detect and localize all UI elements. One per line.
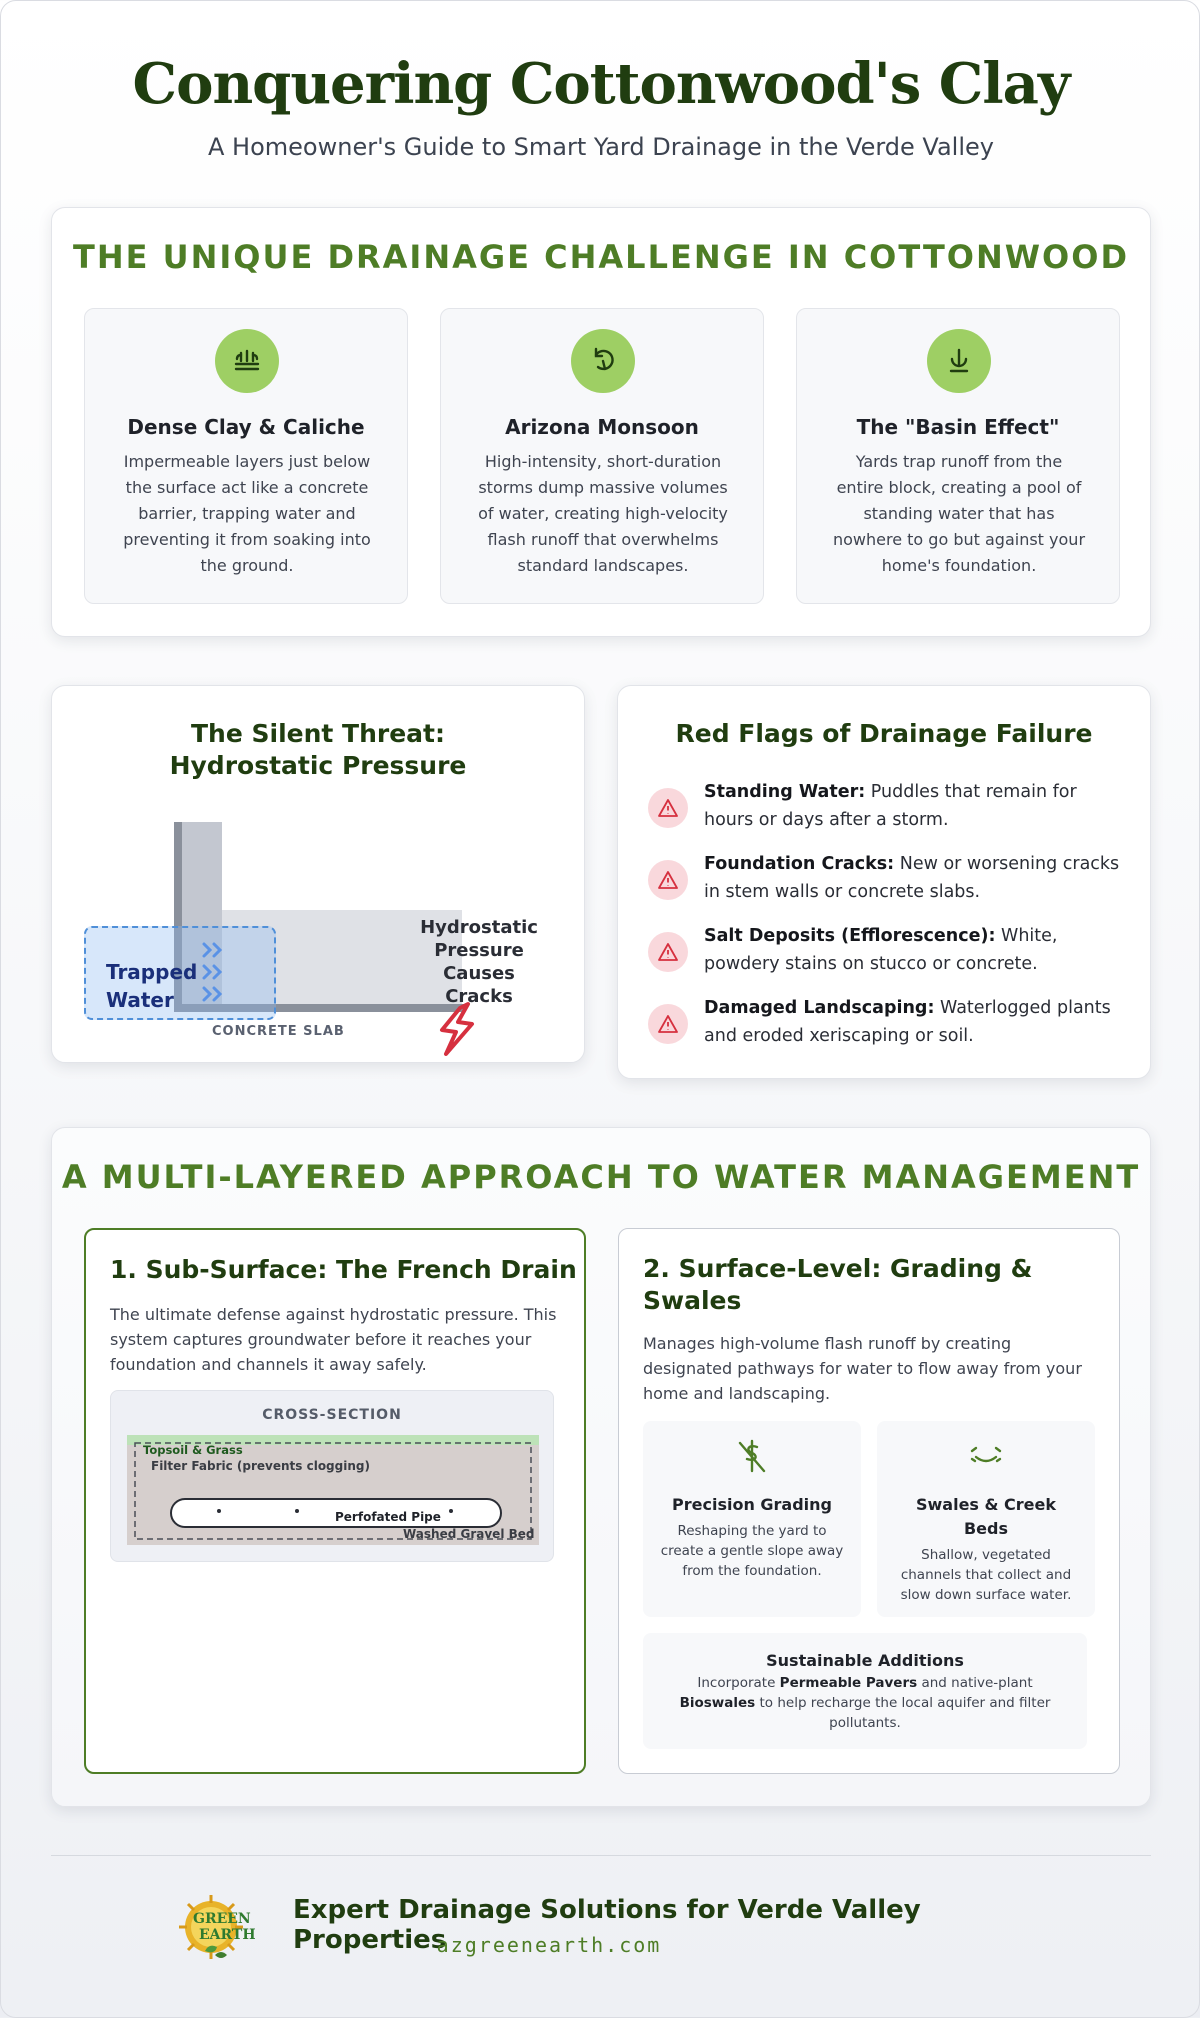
wall-edge	[174, 822, 182, 1012]
challenge-card-title: Arizona Monsoon	[505, 415, 699, 439]
challenge-section: THE UNIQUE DRAINAGE CHALLENGE IN COTTONW…	[51, 207, 1151, 637]
basin-icon	[949, 348, 969, 373]
pressure-arrows	[202, 942, 223, 1002]
precision-grading-text: Reshaping the yard to create a gentle sl…	[660, 1523, 844, 1579]
pipe-hole	[217, 1509, 221, 1513]
pipe-hole	[449, 1509, 453, 1513]
logo-text-green: GREEN	[193, 1911, 251, 1927]
pipe-label: Perfofated Pipe	[335, 1510, 441, 1524]
red-flags-heading: Red Flags of Drainage Failure	[675, 719, 1093, 748]
threat-card: The Silent Threat: Hydrostatic Pressure …	[51, 685, 585, 1063]
challenge-card-title: The "Basin Effect"	[856, 415, 1060, 439]
logo-text-earth: EARTH	[199, 1927, 256, 1943]
cross-section-label: CROSS-SECTION	[262, 1407, 402, 1423]
slab-base	[174, 1004, 464, 1012]
sustainable-title: Sustainable Additions	[766, 1651, 964, 1670]
red-flag-label: Salt Deposits (Efflorescence):	[704, 926, 996, 946]
header: Conquering Cottonwood's Clay A Homeowner…	[1, 51, 1200, 161]
red-flag-label: Damaged Landscaping:	[704, 998, 935, 1018]
warning-icon	[658, 943, 678, 961]
surface-title: 2. Surface-Level: Grading & Swales	[643, 1254, 1033, 1315]
challenge-card-text: Yards trap runoff from the entire block,…	[833, 452, 1086, 575]
red-flag-item: Standing Water: Puddles that remain for …	[648, 782, 1128, 846]
swale-icon	[970, 1446, 1002, 1463]
perforated-pipe	[170, 1498, 502, 1528]
red-flag-text: New or worsening cracks in stem walls or…	[704, 854, 1120, 902]
red-flag-label: Standing Water:	[704, 782, 866, 802]
cross-section-drawing	[127, 1435, 539, 1545]
clay-layers-icon	[234, 349, 260, 371]
approach-section: A MULTI-LAYERED APPROACH TO WATER MANAGE…	[51, 1127, 1151, 1807]
cross-section-diagram: CROSS-SECTION Topsoil & Grass Filter Fab…	[110, 1390, 554, 1562]
warning-icon	[658, 871, 678, 889]
permeable-pavers-term: Permeable Pavers	[779, 1675, 918, 1691]
page-subtitle: A Homeowner's Guide to Smart Yard Draina…	[208, 133, 994, 161]
swales-card: Swales & Creek Beds Shallow, vegetated c…	[877, 1421, 1095, 1617]
storm-icon	[594, 347, 614, 371]
pipe-hole	[295, 1509, 299, 1513]
challenge-heading: THE UNIQUE DRAINAGE CHALLENGE IN COTTONW…	[72, 238, 1130, 276]
warning-icon	[658, 1015, 678, 1033]
challenge-card-title: Dense Clay & Caliche	[127, 415, 365, 439]
red-flags-card: Red Flags of Drainage Failure Standing W…	[617, 685, 1151, 1079]
grading-icon	[738, 1439, 766, 1473]
french-drain-text: The ultimate defense against hydrostatic…	[110, 1305, 557, 1374]
threat-heading: The Silent Threat: Hydrostatic Pressure	[169, 719, 467, 780]
hydrostatic-pressure-label: Hydrostatic Pressure Causes Cracks	[420, 917, 538, 1007]
trapped-water-label: Trapped Water	[106, 960, 198, 1012]
grass-layer	[127, 1435, 539, 1445]
surface-text: Manages high-volume flash runoff by crea…	[643, 1334, 1082, 1403]
precision-grading-card: Precision Grading Reshaping the yard to …	[643, 1421, 861, 1617]
swales-text: Shallow, vegetated channels that collect…	[900, 1547, 1072, 1603]
sustainable-text-mid: and native-plant	[917, 1675, 1033, 1691]
sustainable-additions-box: Sustainable Additions Incorporate Permea…	[643, 1633, 1087, 1749]
concrete-slab-label: CONCRETE SLAB	[212, 1024, 345, 1039]
footer-url-link[interactable]: azgreenearth.com	[436, 1933, 662, 1957]
warning-icon	[658, 799, 678, 817]
crack-icon	[440, 1002, 474, 1056]
red-flag-item: Damaged Landscaping: Waterlogged plants …	[648, 998, 1128, 1062]
footer-title: Expert Drainage Solutions for Verde Vall…	[293, 1895, 921, 1955]
red-flag-text: White, powdery stains on stucco or concr…	[704, 926, 1058, 974]
red-flag-text: Waterlogged plants and eroded xeriscapin…	[704, 998, 1111, 1046]
red-flag-item: Salt Deposits (Efflorescence): White, po…	[648, 926, 1128, 990]
sun-emblem	[179, 1895, 243, 1959]
approach-heading: A MULTI-LAYERED APPROACH TO WATER MANAGE…	[61, 1158, 1141, 1196]
challenge-card-basin: The "Basin Effect" Yards trap runoff fro…	[796, 308, 1120, 604]
swales-title: Swales & Creek Beds	[915, 1495, 1057, 1538]
sustainable-text-pre: Incorporate	[697, 1675, 780, 1691]
bioswales-term: Bioswales	[679, 1695, 756, 1711]
page-title: Conquering Cottonwood's Clay	[132, 51, 1071, 117]
challenge-card-text: Impermeable layers just below the surfac…	[123, 452, 371, 575]
french-drain-title: 1. Sub-Surface: The French Drain	[110, 1255, 577, 1284]
red-flag-item: Foundation Cracks: New or worsening crac…	[648, 854, 1128, 918]
filter-fabric-label: Filter Fabric (prevents clogging)	[151, 1459, 370, 1473]
filter-fabric	[134, 1442, 532, 1540]
gravel-label: Washed Gravel Bed	[403, 1527, 535, 1541]
red-flag-text: Puddles that remain for hours or days af…	[704, 782, 1077, 830]
red-flag-label: Foundation Cracks:	[704, 854, 895, 874]
challenge-card-clay: Dense Clay & Caliche Impermeable layers …	[84, 308, 408, 604]
challenge-card-text: High-intensity, short-duration storms du…	[478, 452, 728, 575]
trapped-water-zone: Trapped Water	[84, 926, 276, 1020]
green-earth-logo: GREEN EARTH	[175, 1889, 265, 1969]
challenge-card-monsoon: Arizona Monsoon High-intensity, short-du…	[440, 308, 764, 604]
footer-divider	[51, 1855, 1151, 1856]
precision-grading-title: Precision Grading	[672, 1495, 832, 1514]
french-drain-panel: 1. Sub-Surface: The French Drain The ult…	[84, 1228, 586, 1774]
topsoil-label: Topsoil & Grass	[143, 1443, 243, 1457]
surface-panel: 2. Surface-Level: Grading & Swales Manag…	[618, 1228, 1120, 1774]
sustainable-text-post: to help recharge the local aquifer and f…	[755, 1695, 1051, 1731]
